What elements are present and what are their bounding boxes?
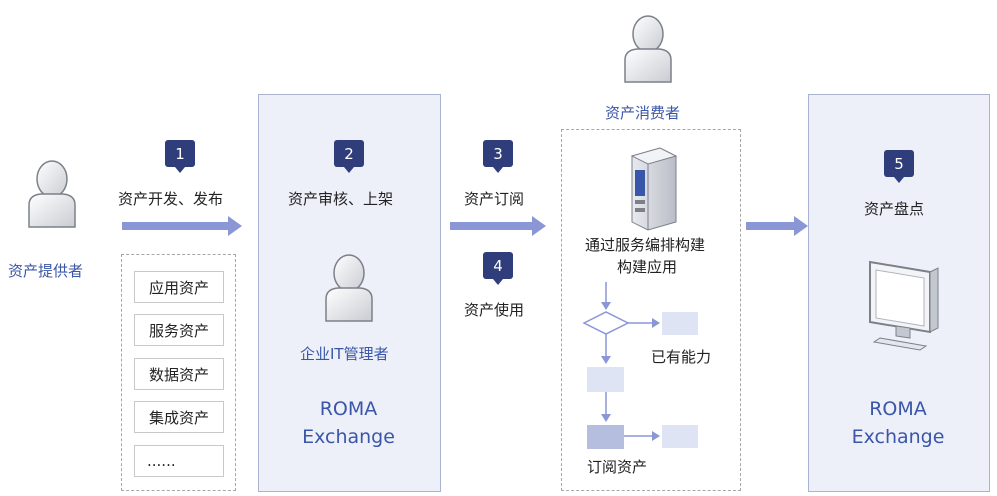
step-1-label: 资产开发、发布 (118, 190, 224, 208)
consumer-label: 资产消费者 (605, 104, 681, 122)
step-4-badge: 4 (483, 252, 513, 285)
roma-exchange-admin: ROMA Exchange (258, 395, 439, 451)
step-3-label: 资产订阅 (464, 190, 525, 208)
subscribed-output-box (662, 425, 698, 448)
roma-exchange-inventory: ROMA Exchange (808, 395, 988, 451)
subscribed-asset-box (587, 425, 624, 449)
consumer-person-icon (624, 15, 672, 83)
roma-line2: Exchange (302, 426, 395, 448)
existing-capability-label: 已有能力 (651, 348, 712, 366)
subscribed-asset-label: 订阅资产 (587, 458, 648, 476)
roma-line2: Exchange (851, 426, 945, 448)
provider-person-icon (28, 160, 76, 228)
flow-step-box (587, 367, 624, 392)
step-1-badge: 1 (165, 140, 195, 173)
arrow-consumer-to-inventory (746, 216, 808, 236)
arrow-provider-to-admin (122, 216, 242, 236)
roma-line1: ROMA (869, 398, 927, 420)
asset-types-box: 应用资产 服务资产 数据资产 集成资产 ...... (121, 254, 236, 491)
step-2-label: 资产审核、上架 (288, 190, 394, 208)
asset-type-item: 服务资产 (134, 314, 224, 346)
provider-label: 资产提供者 (8, 262, 84, 280)
step-3-badge: 3 (483, 140, 513, 173)
step-4-label: 资产使用 (464, 301, 525, 319)
build-text-line1: 通过服务编排构建 (585, 236, 706, 254)
asset-type-item: 集成资产 (134, 401, 224, 433)
asset-type-item: 数据资产 (134, 358, 224, 390)
roma-line1: ROMA (319, 398, 378, 420)
asset-type-item: 应用资产 (134, 271, 224, 303)
build-text-line2: 构建应用 (617, 258, 678, 276)
step-5-badge: 5 (884, 150, 914, 183)
consumer-box (561, 129, 741, 491)
asset-type-item: ...... (134, 445, 224, 477)
existing-capability-box (662, 312, 698, 335)
step-2-badge: 2 (334, 140, 364, 173)
admin-label: 企业IT管理者 (300, 345, 389, 363)
step-5-label: 资产盘点 (864, 200, 925, 218)
arrow-admin-to-consumer (450, 216, 546, 236)
